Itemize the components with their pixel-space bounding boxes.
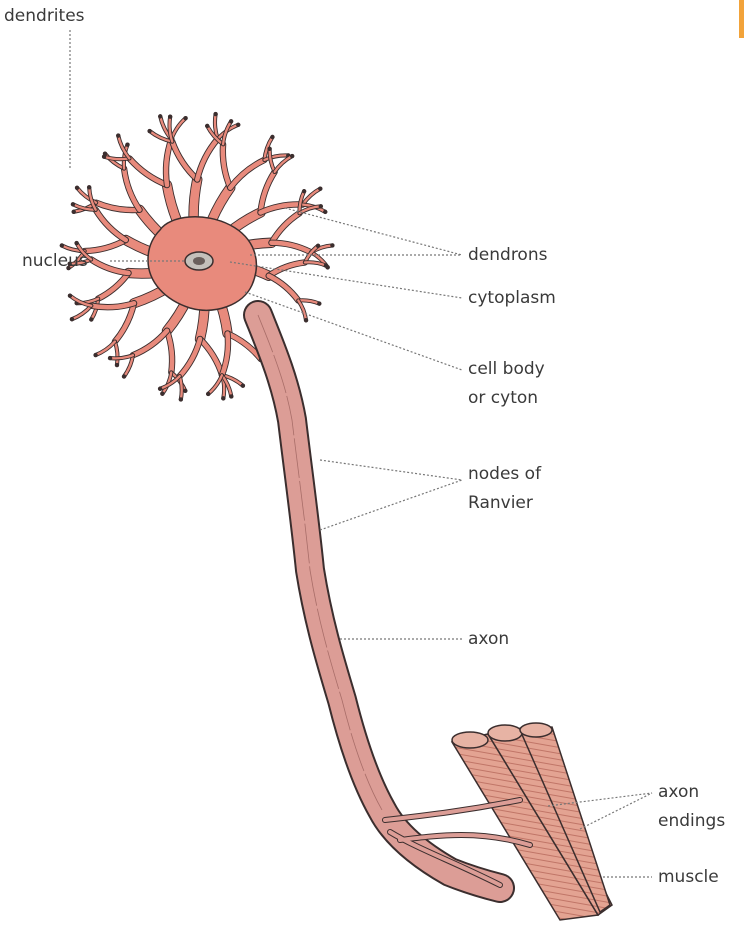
label-cytoplasm: cytoplasm [468,286,556,311]
cell-body [148,217,256,310]
leader-dendrons-a [285,208,462,255]
label-muscle: muscle [658,865,719,890]
nucleolus-shape [193,257,205,265]
axon-shape [258,315,500,888]
label-endings-line2: endings [658,809,725,834]
label-nodes-line1: nodes of [468,462,541,487]
label-nucleus: nucleus [22,249,88,274]
label-dendrons: dendrons [468,243,547,268]
label-axon: axon [468,627,509,652]
label-dendrites: dendrites [4,4,85,29]
leader-cytoplasm [230,262,462,298]
label-nodes-line2: Ranvier [468,491,533,516]
leader-nodes-a [320,460,462,480]
leader-endings-b [580,793,652,829]
leader-nodes-b [320,480,462,530]
label-cell-body-line2: or cyton [468,386,538,411]
label-cell-body-line1: cell body [468,357,545,382]
label-endings-line1: axon [658,780,699,805]
